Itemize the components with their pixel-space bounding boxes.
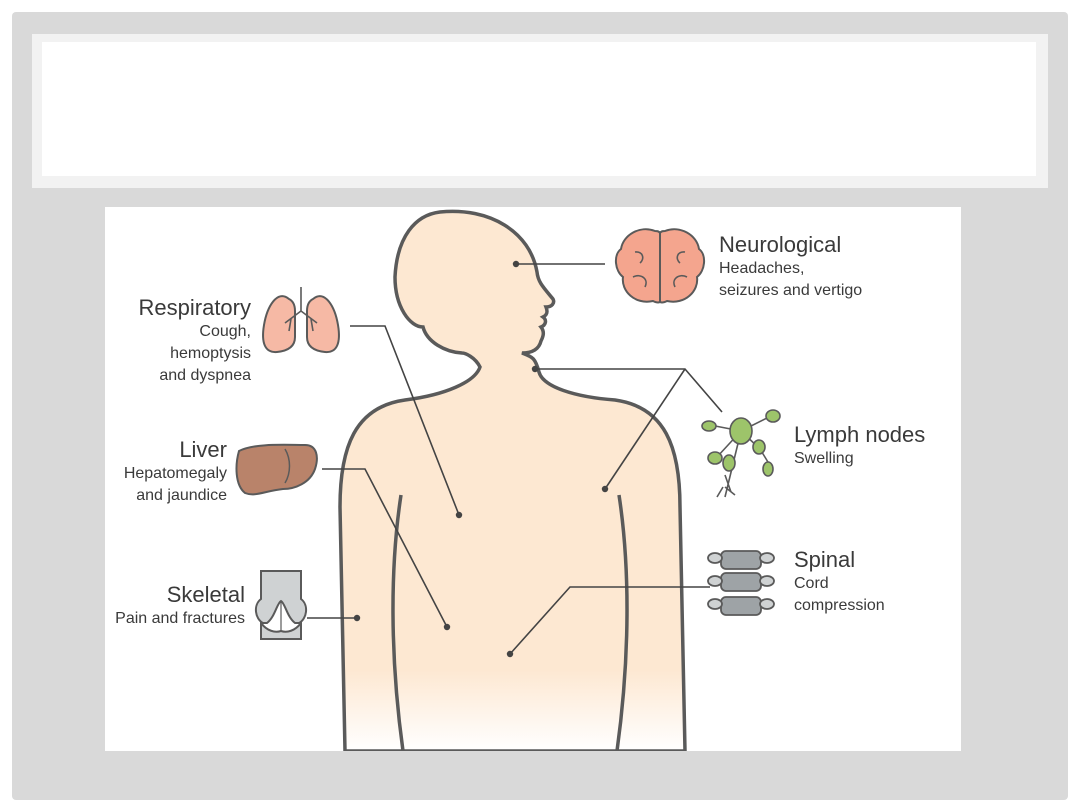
lymph-nodes-icon	[701, 409, 781, 498]
spinal-title: Spinal	[794, 547, 856, 572]
skeletal-line-1: Pain and fractures	[115, 610, 245, 627]
body-diagram: Neurological Headaches, seizures and ver…	[105, 207, 961, 751]
spine-icon	[707, 550, 775, 616]
respiratory-title: Respiratory	[138, 295, 251, 320]
lymph-nodes-label: Lymph nodes Swelling	[794, 422, 925, 470]
bone-icon	[255, 570, 307, 640]
leader-lines	[307, 263, 723, 655]
liver-label: Liver Hepatomegaly and jaundice	[124, 437, 227, 507]
skeletal-title: Skeletal	[166, 582, 245, 607]
neurological-title: Neurological	[719, 232, 842, 257]
liver-line-2: and jaundice	[136, 487, 227, 504]
slide-title-placeholder[interactable]	[42, 42, 1036, 176]
liver-icon	[235, 443, 318, 496]
left-arm-line	[391, 494, 405, 751]
liver-title: Liver	[179, 437, 227, 462]
body-silhouette	[338, 209, 687, 751]
neurological-label: Neurological Headaches, seizures and ver…	[719, 232, 862, 302]
lymph-nodes-line-1: Swelling	[794, 450, 854, 467]
body-illustration	[235, 209, 781, 751]
right-arm-line	[615, 494, 629, 751]
respiratory-line-1: Cough,	[199, 323, 251, 340]
lymph-nodes-title: Lymph nodes	[794, 422, 926, 447]
respiratory-line-2: hemoptysis	[170, 345, 251, 362]
anchor-dots	[353, 260, 609, 658]
neurological-line-1: Headaches,	[719, 260, 805, 277]
respiratory-label: Respiratory Cough, hemoptysis and dyspne…	[139, 295, 251, 387]
neurological-line-2: seizures and vertigo	[719, 282, 863, 299]
brain-icon	[615, 228, 705, 304]
lungs-icon	[262, 287, 340, 354]
skeletal-label: Skeletal Pain and fractures	[115, 582, 245, 630]
liver-line-1: Hepatomegaly	[123, 465, 227, 482]
spinal-line-2: compression	[794, 597, 885, 614]
spinal-line-1: Cord	[794, 575, 829, 592]
respiratory-line-3: and dyspnea	[159, 367, 251, 384]
spinal-label: Spinal Cord compression	[794, 547, 885, 617]
